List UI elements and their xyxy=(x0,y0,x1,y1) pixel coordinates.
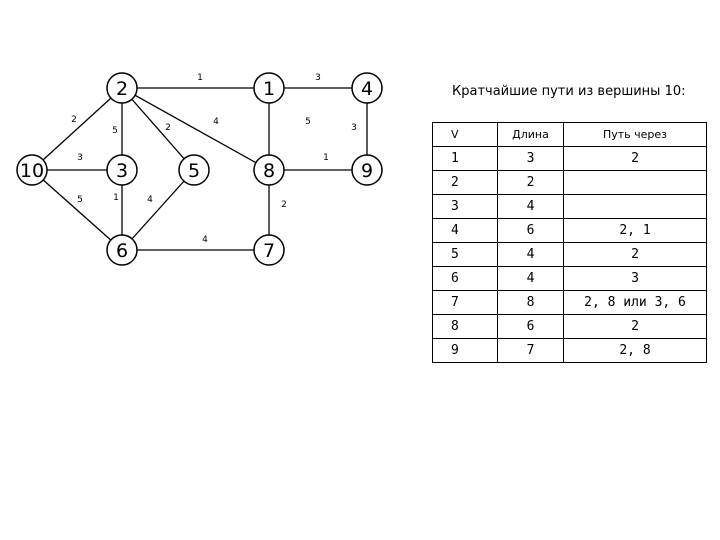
cell-vertex: 4 xyxy=(432,218,498,243)
node-6 xyxy=(106,234,138,266)
cell-length: 3 xyxy=(497,146,564,171)
table-header-row: V Длина Путь через xyxy=(432,122,707,147)
column-header-path: Путь через xyxy=(563,122,707,147)
edge-weight-label: 4 xyxy=(213,117,219,127)
node-4 xyxy=(351,72,383,104)
edge-weight-label: 5 xyxy=(305,117,311,127)
node-5 xyxy=(178,154,210,186)
edge-weight-label: 3 xyxy=(351,123,357,133)
node-label: 5 xyxy=(188,160,200,182)
edge-2-5 xyxy=(121,87,195,171)
graph-diagram: 1 3 2 5 2 4 5 3 3 5 1 4 1 2 4 2 1 4 10 3 5 8 9 6 7 xyxy=(16,72,383,266)
cell-length: 6 xyxy=(497,314,564,339)
node-label: 2 xyxy=(116,78,128,100)
cell-path: 2 xyxy=(563,314,707,339)
edge-weight-label: 4 xyxy=(202,235,208,245)
edge-weight-label: 2 xyxy=(165,123,171,133)
cell-path: 2 xyxy=(563,146,707,171)
cell-path: 3 xyxy=(563,266,707,291)
edge-weight-label: 2 xyxy=(71,115,77,125)
shortest-paths-title: Кратчайшие пути из вершины 10: xyxy=(452,84,686,99)
column-header-vertex: V xyxy=(432,122,498,147)
cell-length: 4 xyxy=(497,194,564,219)
cell-length: 4 xyxy=(497,242,564,267)
cell-length: 6 xyxy=(497,218,564,243)
node-7 xyxy=(253,234,285,266)
node-label: 4 xyxy=(361,78,373,100)
node-8 xyxy=(253,154,285,186)
cell-vertex: 3 xyxy=(432,194,498,219)
node-label: 1 xyxy=(263,78,275,100)
edge-weight-label: 4 xyxy=(147,195,153,205)
cell-vertex: 7 xyxy=(432,290,498,315)
node-10 xyxy=(16,154,48,186)
edge-weight-label: 5 xyxy=(77,195,83,205)
edge-weight-label: 1 xyxy=(113,193,119,203)
node-label: 8 xyxy=(263,160,275,182)
cell-path xyxy=(563,194,707,219)
cell-length: 2 xyxy=(497,170,564,195)
node-label: 9 xyxy=(361,160,373,182)
node-2 xyxy=(106,72,138,104)
edge-weight-label: 2 xyxy=(281,200,287,210)
edge-weight-label: 3 xyxy=(315,73,321,83)
edge-weight-label: 1 xyxy=(323,153,329,163)
cell-vertex: 1 xyxy=(432,146,498,171)
edge-5-6 xyxy=(121,169,195,251)
node-label: 3 xyxy=(116,160,128,182)
cell-path xyxy=(563,170,707,195)
node-label: 10 xyxy=(20,160,44,182)
node-9 xyxy=(351,154,383,186)
node-label: 6 xyxy=(116,240,128,262)
cell-length: 7 xyxy=(497,338,564,363)
node-label: 7 xyxy=(263,240,275,262)
cell-path: 2, 8 xyxy=(563,338,707,363)
edge-weight-label: 1 xyxy=(197,73,203,83)
column-header-length: Длина xyxy=(497,122,564,147)
edge-10-2 xyxy=(31,87,123,171)
edge-weight-label: 3 xyxy=(77,153,83,163)
cell-path: 2, 1 xyxy=(563,218,707,243)
cell-length: 4 xyxy=(497,266,564,291)
cell-vertex: 6 xyxy=(432,266,498,291)
cell-vertex: 5 xyxy=(432,242,498,267)
edge-10-6 xyxy=(31,169,123,251)
edge-weight-label: 5 xyxy=(112,126,118,136)
cell-vertex: 8 xyxy=(432,314,498,339)
node-3 xyxy=(106,154,138,186)
node-1 xyxy=(253,72,285,104)
cell-path: 2, 8 или 3, 6 xyxy=(563,290,707,315)
cell-vertex: 9 xyxy=(432,338,498,363)
edge-2-8 xyxy=(121,87,270,171)
cell-path: 2 xyxy=(563,242,707,267)
cell-vertex: 2 xyxy=(432,170,498,195)
cell-length: 8 xyxy=(497,290,564,315)
